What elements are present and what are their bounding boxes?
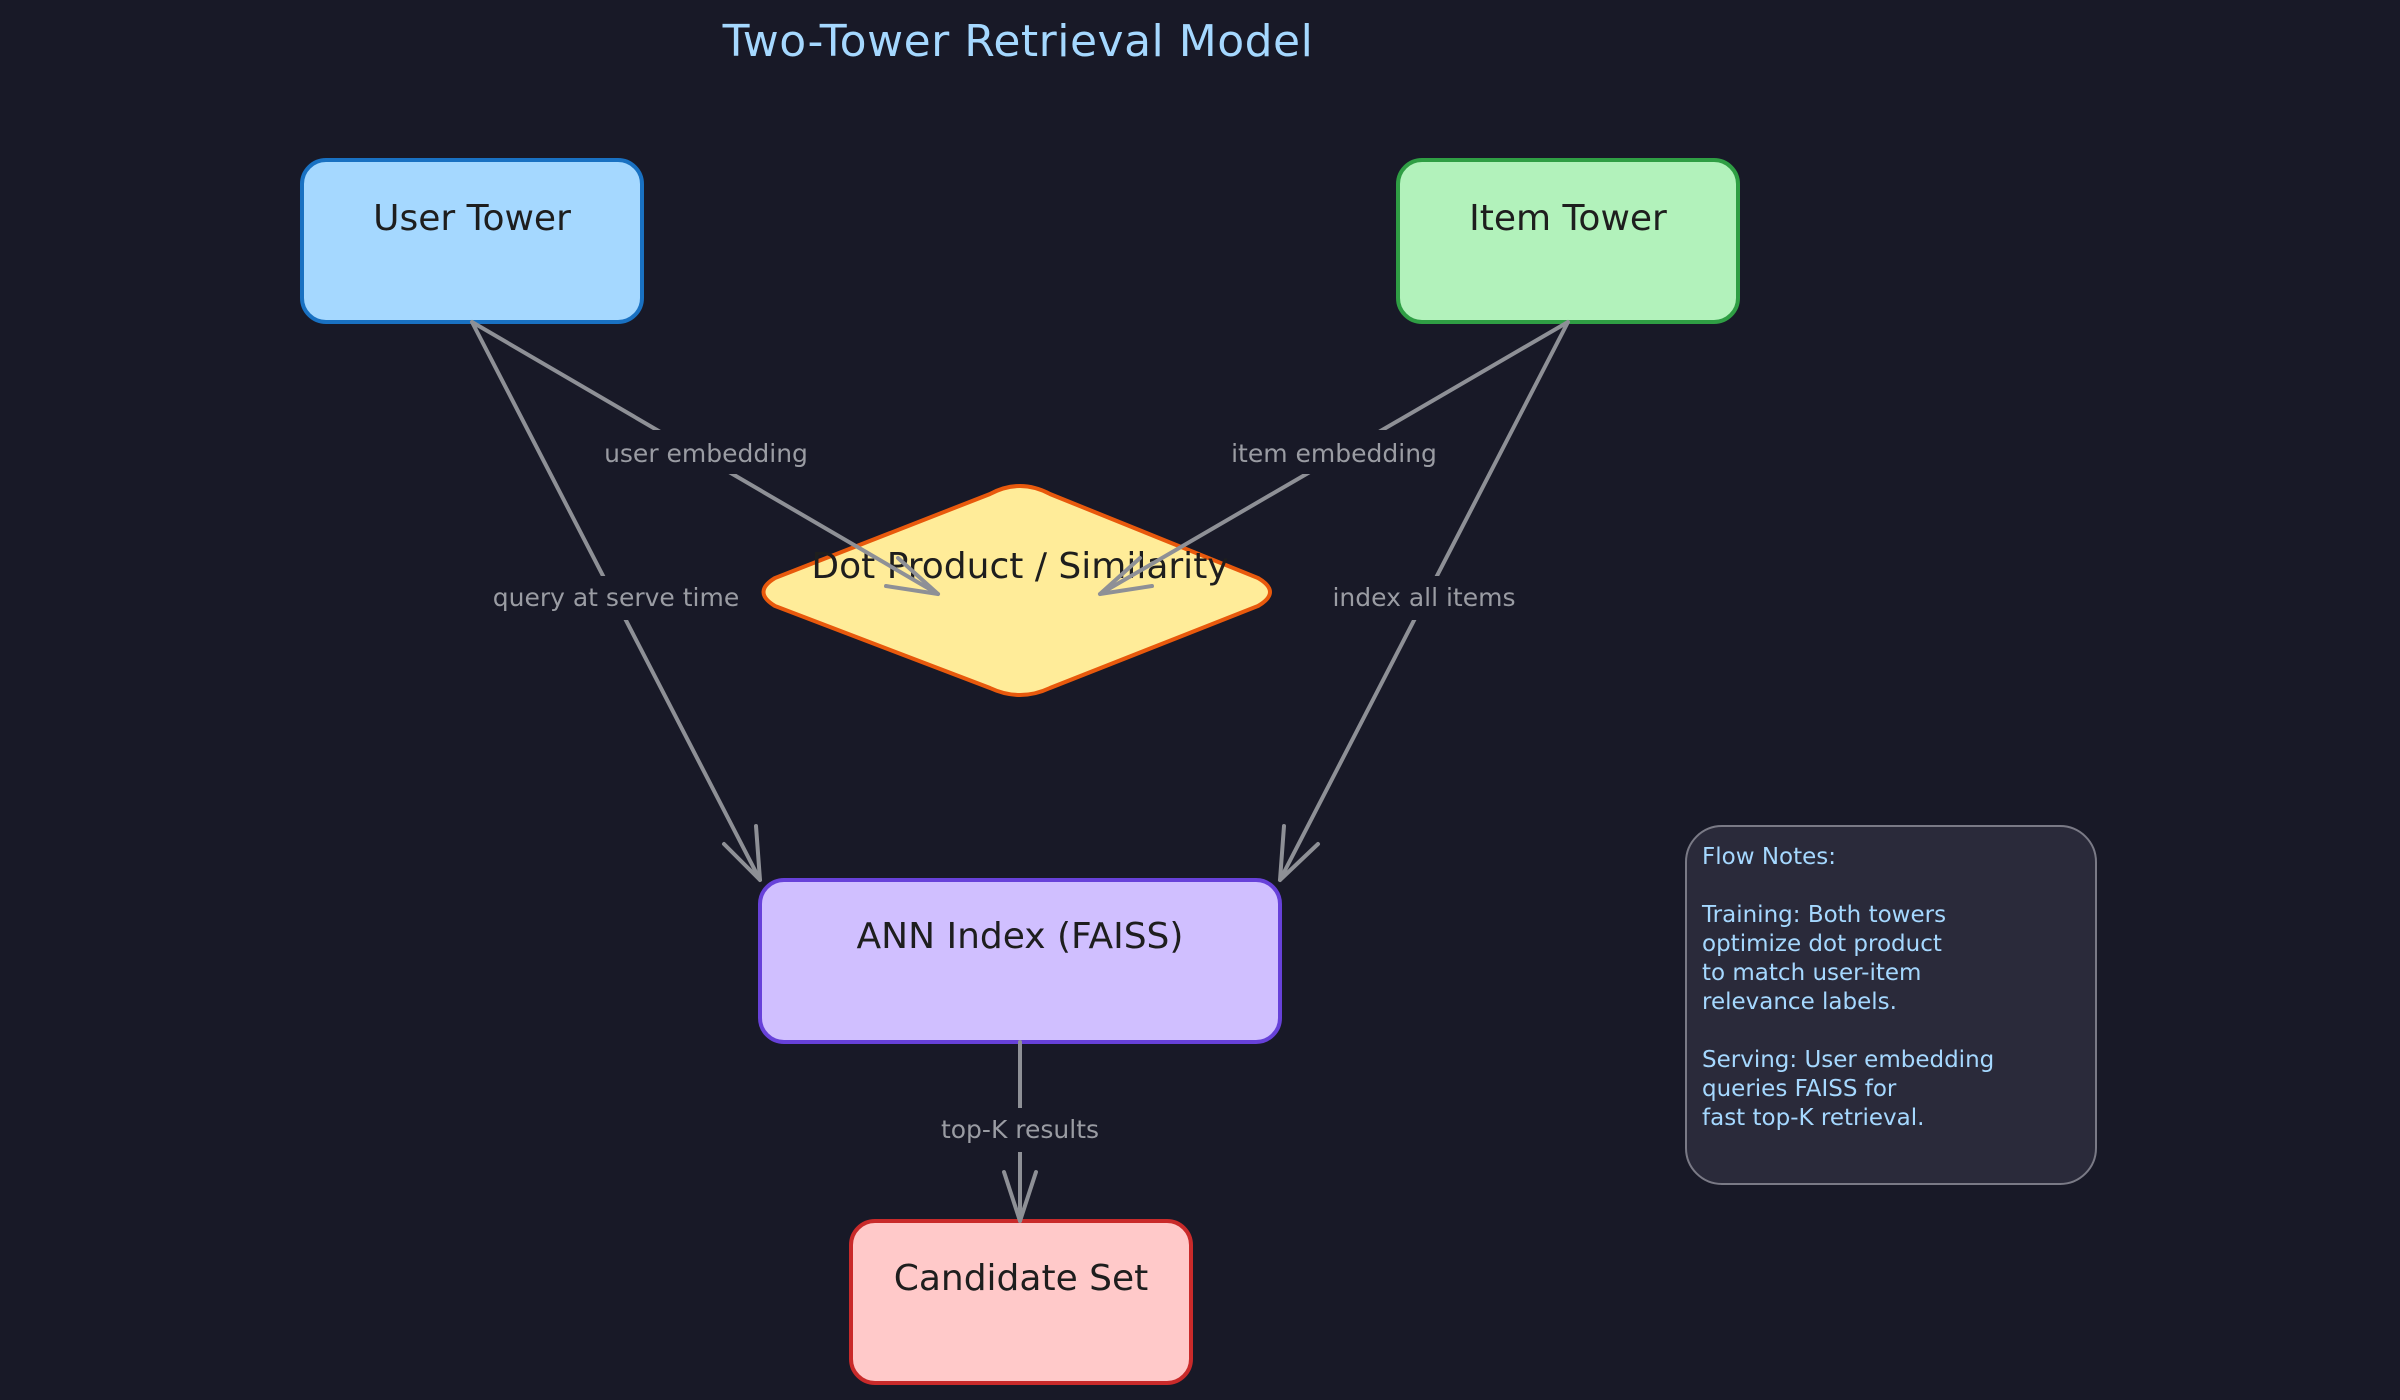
flow-note-line: relevance labels. (1702, 989, 1897, 1015)
edge-label-text: query at serve time (493, 583, 739, 612)
arrowhead-icon (884, 556, 940, 596)
edge-label-text: index all items (1332, 583, 1515, 612)
flow-note-line: fast top-K retrieval. (1702, 1105, 1924, 1131)
edge-label-mask (926, 1108, 1116, 1152)
flow-note-line: queries FAISS for (1702, 1076, 1897, 1102)
edge-label-index-all-items: index all items (1320, 576, 1528, 620)
flow-note-line: Serving: User embedding (1702, 1047, 1994, 1073)
edge-label-mask (606, 430, 812, 474)
similarity-label: Dot Product / Similarity (811, 546, 1228, 587)
flow-notes-box (1685, 825, 2097, 1185)
edge-label-text: user embedding (604, 439, 808, 468)
diagram-title: Two-Tower Retrieval Model (722, 16, 1314, 67)
user-tower-label: User Tower (373, 198, 571, 239)
arrowhead-icon (1098, 556, 1154, 596)
arrowhead-icon (722, 824, 762, 882)
arrowhead-icon (1002, 1170, 1038, 1223)
candidate-set-label: Candidate Set (894, 1258, 1149, 1299)
item-tower-node[interactable]: Item Tower (1396, 158, 1740, 324)
edge-label-query-at-serve-time: query at serve time (484, 576, 748, 620)
edge-label-text: item embedding (1231, 439, 1437, 468)
similarity-diamond (761, 484, 1272, 697)
candidate-set-box (849, 1219, 1193, 1385)
flow-notes-heading: Flow Notes: (1702, 844, 1836, 870)
item-tower-label: Item Tower (1469, 198, 1667, 239)
edge-label-item-embedding: item embedding (1226, 430, 1438, 474)
flow-note-line: to match user-item (1702, 960, 1921, 986)
edge-label-mask (1226, 430, 1438, 474)
edge-label-mask (484, 576, 748, 620)
arrowhead-icon (1278, 824, 1320, 882)
flow-note-line: Training: Both towers (1701, 902, 1946, 928)
item-tower-box (1396, 158, 1740, 324)
user-tower-node[interactable]: User Tower (300, 158, 644, 324)
similarity-node[interactable]: Dot Product / Similarity (761, 484, 1272, 697)
edge-label-text: top-K results (941, 1115, 1099, 1144)
flow-note-line: optimize dot product (1702, 931, 1942, 957)
ann-index-box (758, 878, 1282, 1044)
ann-index-label: ANN Index (FAISS) (857, 916, 1184, 957)
ann-index-node[interactable]: ANN Index (FAISS) (758, 878, 1282, 1044)
flow-notes-panel: Flow Notes: Training: Both towers optimi… (1685, 825, 2097, 1185)
user-tower-box (300, 158, 644, 324)
edge-label-top-k-results: top-K results (926, 1108, 1116, 1152)
candidate-set-node[interactable]: Candidate Set (849, 1219, 1193, 1385)
edge-label-user-embedding: user embedding (604, 430, 812, 474)
edge-label-mask (1320, 576, 1528, 620)
